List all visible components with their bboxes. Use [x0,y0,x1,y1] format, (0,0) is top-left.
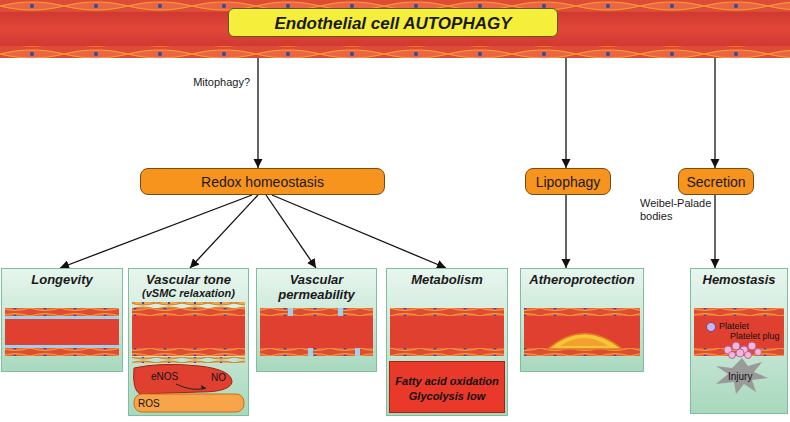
node-title: Vascular tone [129,269,248,287]
connector-arrow [565,58,566,168]
connector-arrow [714,195,715,268]
outcome-panel: Vascular tone(vSMC relaxation) [128,268,249,416]
node-title: Hemostasis [691,269,787,287]
node-title: Secretion [686,174,745,190]
figure-label: Platelet plug [730,331,780,342]
edge-label: Weibel-Palade bodies [640,197,712,223]
vessel-band: Endothelial cell AUTOPHAGY [0,0,790,58]
outcome-panel: MetabolismFatty acid oxidationGlycolysis… [386,268,508,416]
node-title: Longevity [2,269,122,287]
figure-label: eNOS [151,371,178,382]
connector-arrow [272,195,446,268]
node-text: Glycolysis low [409,389,485,404]
connector-arrow [565,195,566,268]
connector-arrow [714,58,715,168]
node-title: Redox homeostasis [201,174,324,190]
outcome-panel: Atheroprotection [520,268,644,372]
process-box: Redox homeostasis [140,168,385,195]
figure-label: ROS [138,398,160,409]
node-title: Vascular permeability [257,269,376,302]
metabolism-box: Fatty acid oxidationGlycolysis low [389,361,505,413]
node-title: Endothelial cell AUTOPHAGY [228,8,558,37]
outcome-panel: Longevity [1,268,123,372]
node-title: Fatty acid oxidation [392,371,501,389]
node-text: (vSMC relaxation) [129,287,248,300]
edge-label: Mitophagy? [188,76,250,89]
process-box: Lipophagy [525,168,611,195]
figure-label: NO [211,372,226,383]
outcome-panel: Vascular permeability [256,268,377,372]
node-title: Lipophagy [536,174,601,190]
connector-arrow [190,195,258,268]
node-title: Metabolism [387,269,507,287]
connector-arrow [257,58,258,168]
connector-arrow [266,195,316,268]
node-title: Atheroprotection [521,269,643,287]
figure-label: Injury [728,371,752,382]
figure-label: Platelet [719,321,749,332]
process-box: Secretion [678,168,754,195]
